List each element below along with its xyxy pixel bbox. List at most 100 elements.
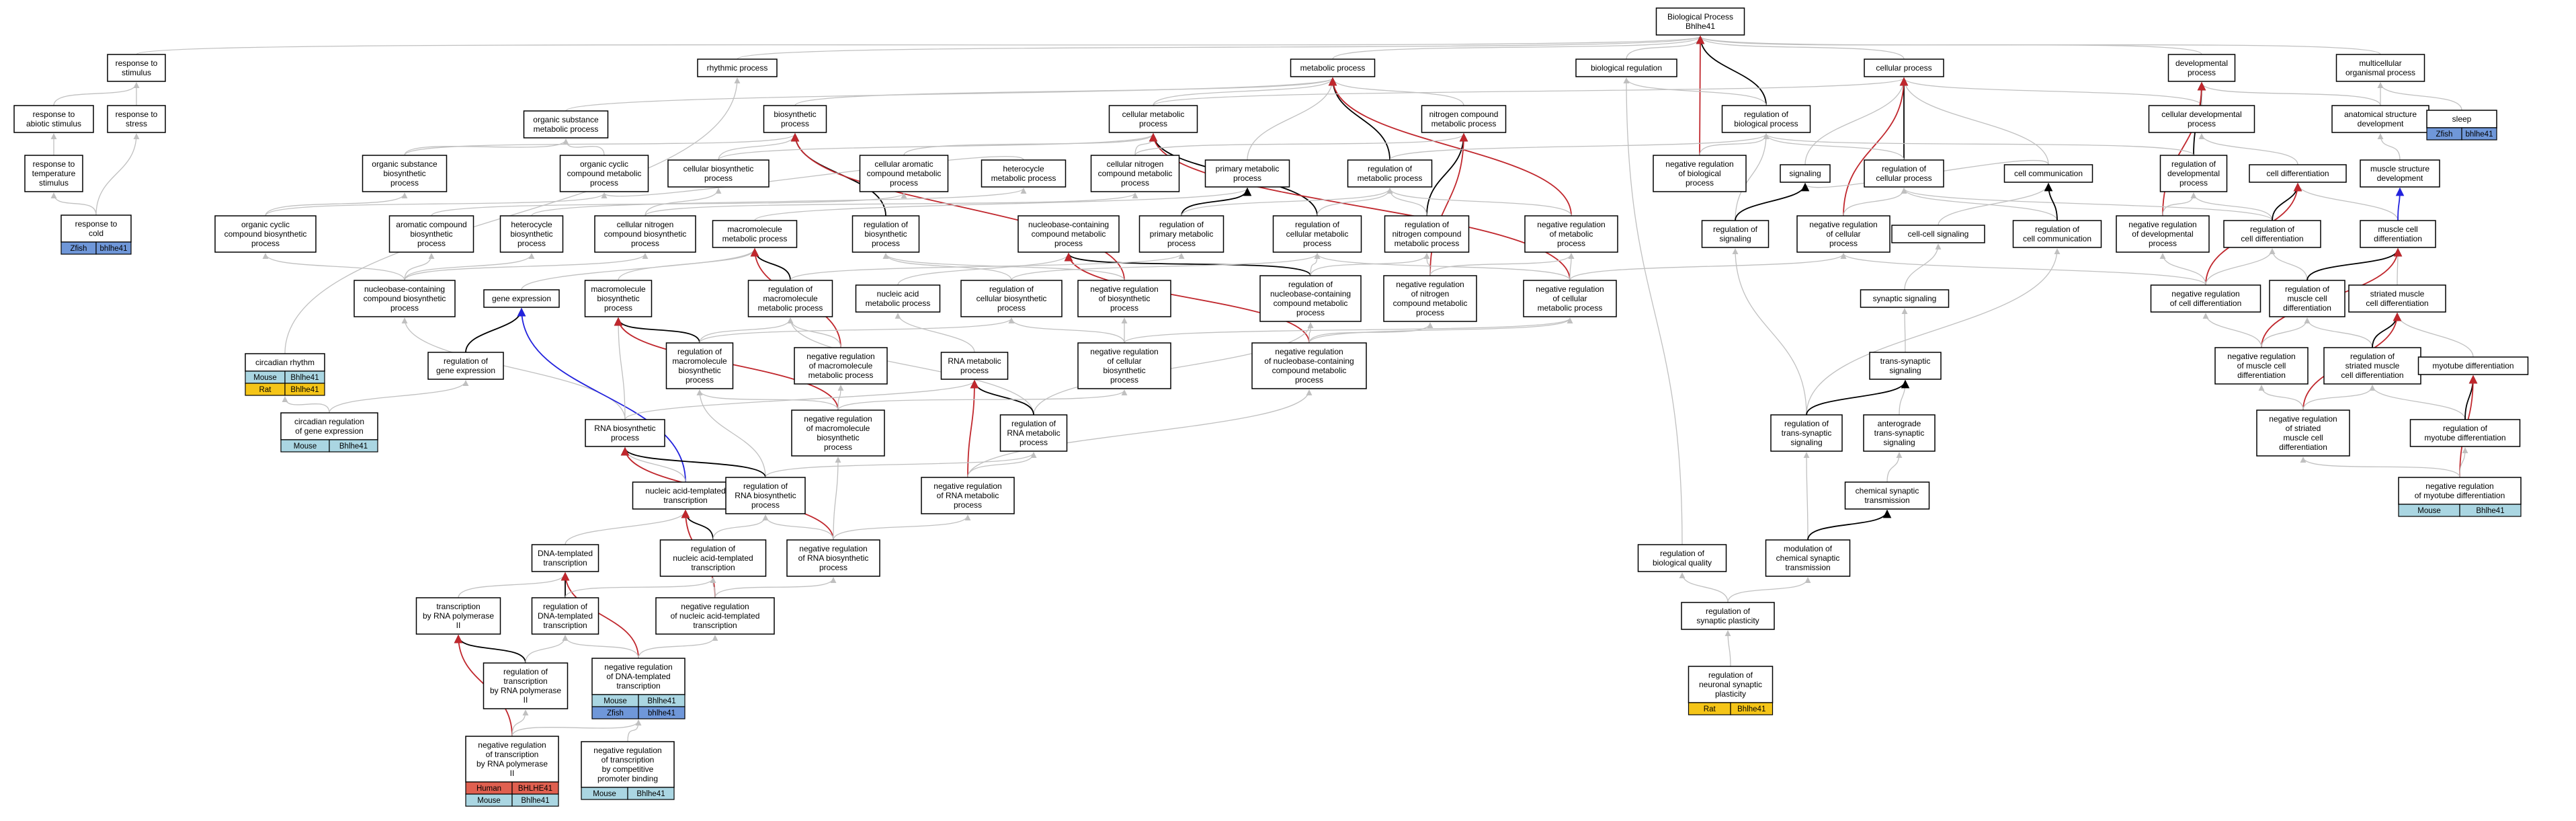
- go-term-node-signaling[interactable]: signaling: [1780, 164, 1831, 183]
- go-term-node-reg_macromol_bio[interactable]: regulation ofmacromoleculebiosyntheticpr…: [665, 342, 734, 389]
- go-term-node-reg_nucbase_met[interactable]: regulation ofnucleobase-containingcompou…: [1259, 275, 1362, 322]
- go-term-node-cell_diff[interactable]: cell differentiation: [2249, 164, 2347, 183]
- go-term-node-gene_expr[interactable]: gene expression: [483, 289, 560, 308]
- go-term-node-cell_comm[interactable]: cell communication: [2003, 164, 2093, 183]
- go-term-node-syn_signaling[interactable]: synaptic signaling: [1860, 289, 1950, 308]
- go-term-node-myotube_diff[interactable]: myotube differentiation: [2417, 356, 2529, 375]
- go-term-node-bioreg[interactable]: biological regulation: [1575, 58, 1677, 77]
- go-term-node-metabolic[interactable]: metabolic process: [1290, 58, 1376, 77]
